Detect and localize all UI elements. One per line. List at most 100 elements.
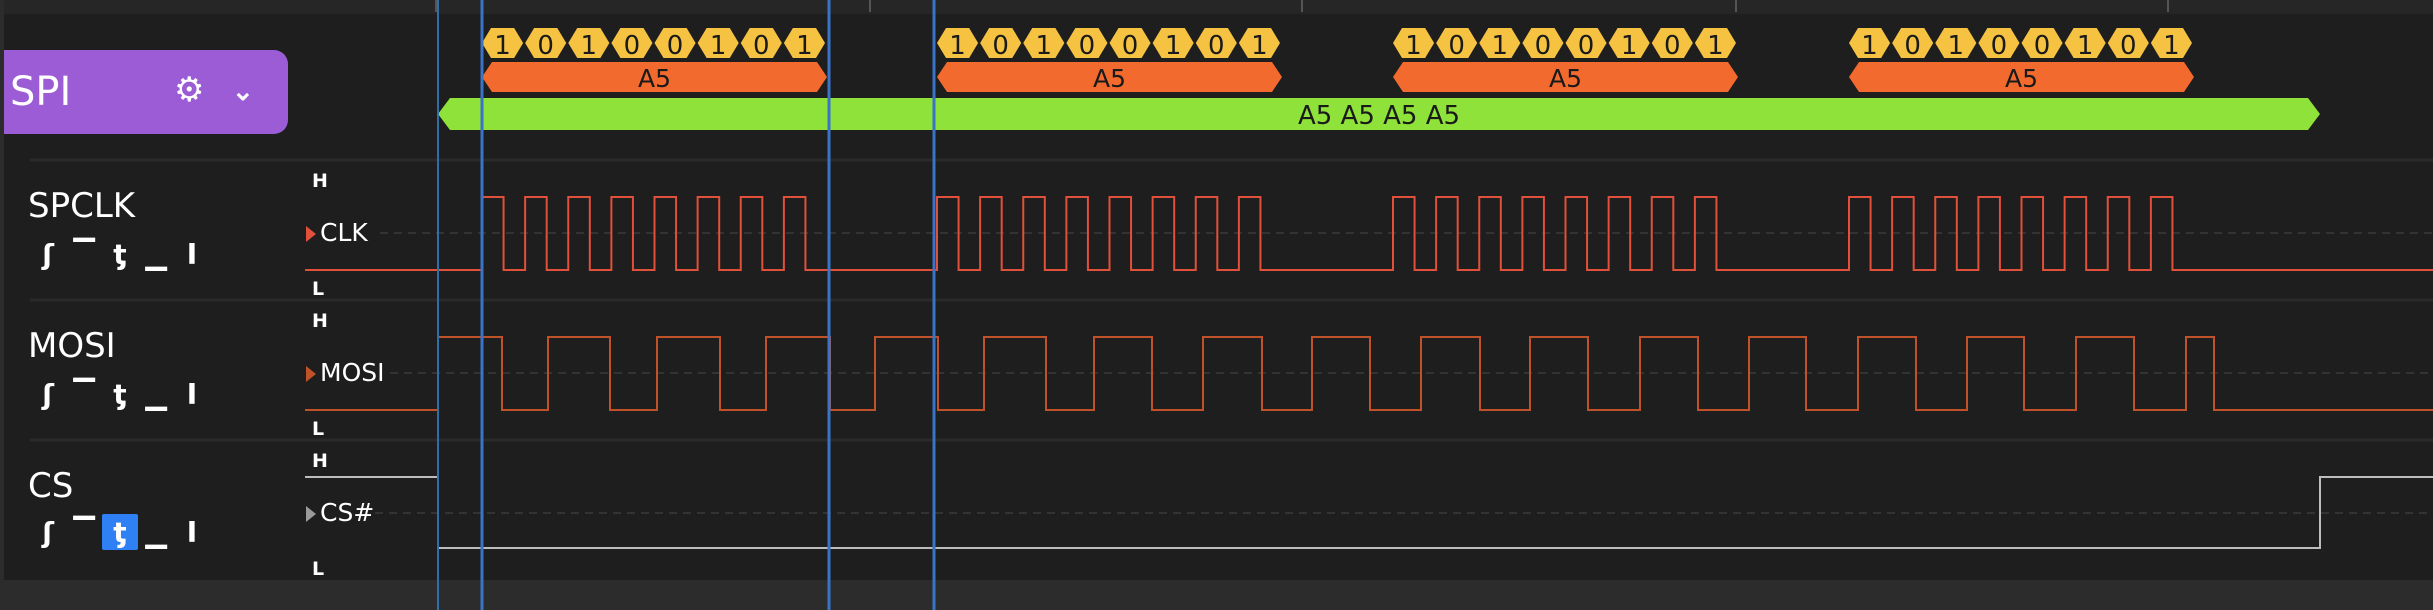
bit-label: 1 — [949, 31, 966, 61]
signal-label-mosi: MOSI — [306, 358, 385, 387]
bit-label: 1 — [1948, 31, 1965, 61]
bit-label: 1 — [1861, 31, 1878, 61]
mosi-waveform — [305, 336, 2433, 411]
bit-label: 0 — [2034, 31, 2051, 61]
rising-edge-trigger-icon[interactable]: ʃ — [42, 377, 54, 411]
bit-marker — [1522, 28, 1564, 58]
low-label-spclk: L — [312, 278, 325, 300]
bit-label: 1 — [1036, 31, 1053, 61]
bit-label: 0 — [1664, 31, 1681, 61]
any-edge-trigger-icon[interactable]: Ι — [186, 377, 198, 411]
bit-marker — [1238, 28, 1280, 58]
byte-label: A5 — [638, 64, 671, 93]
bit-marker — [1479, 28, 1521, 58]
bit-marker — [937, 28, 979, 58]
bit-marker — [980, 28, 1022, 58]
bit-marker — [2107, 28, 2149, 58]
bit-marker — [1892, 28, 1934, 58]
rising-edge-trigger-icon[interactable]: ʃ — [42, 237, 54, 271]
bit-label: 1 — [1492, 31, 1509, 61]
bit-marker — [482, 28, 524, 58]
bit-label: 1 — [2163, 31, 2180, 61]
timeline-ruler — [4, 0, 2433, 14]
bit-label: 0 — [1578, 31, 1595, 61]
byte-marker — [937, 62, 1282, 92]
high-level-trigger-icon[interactable]: ▔ — [73, 515, 95, 549]
bit-label: 1 — [1707, 31, 1724, 61]
bit-label: 0 — [2120, 31, 2137, 61]
signal-label-clk: CLK — [306, 218, 368, 247]
ruler-ticks — [435, 0, 2169, 12]
bit-marker — [2064, 28, 2106, 58]
cs-waveform — [305, 476, 2433, 549]
bit-marker — [568, 28, 610, 58]
high-label-mosi: H — [312, 310, 328, 332]
spi-analyzer-button[interactable]: SPI ⚙ ⌄ — [4, 50, 288, 134]
bit-marker — [1978, 28, 2020, 58]
falling-edge-trigger-icon[interactable]: ƫ — [113, 377, 127, 411]
arrow-icon — [306, 506, 316, 522]
chevron-down-icon[interactable]: ⌄ — [232, 76, 254, 106]
analyzer-name: SPI — [10, 69, 72, 115]
trigger-buttons-mosi: ʃ ▔ ƫ ▁ Ι — [30, 376, 210, 412]
bit-marker — [783, 28, 825, 58]
bit-marker — [1436, 28, 1478, 58]
bit-marker — [2021, 28, 2063, 58]
channel-name-spclk: SPCLK — [28, 186, 136, 226]
bit-marker — [1195, 28, 1237, 58]
bit-marker — [1066, 28, 1108, 58]
bit-label: 1 — [494, 31, 511, 61]
low-level-trigger-icon[interactable]: ▁ — [145, 377, 167, 411]
byte-label: A5 — [2005, 64, 2038, 93]
any-edge-trigger-icon[interactable]: Ι — [186, 515, 198, 549]
signal-name: CS# — [320, 498, 375, 527]
bit-label: 1 — [2077, 31, 2094, 61]
high-level-trigger-icon[interactable]: ▔ — [73, 377, 95, 411]
bit-label: 0 — [1991, 31, 2008, 61]
byte-marker — [1849, 62, 2194, 92]
channel-area — [4, 0, 2433, 580]
bit-label: 1 — [796, 31, 813, 61]
wave-layer — [305, 196, 2433, 549]
midlines — [375, 232, 2433, 514]
low-level-trigger-icon[interactable]: ▁ — [145, 515, 167, 549]
bit-marker — [697, 28, 739, 58]
gear-icon[interactable]: ⚙ — [174, 71, 205, 109]
byte-label: A5 — [1093, 64, 1126, 93]
bit-label: 1 — [1621, 31, 1638, 61]
row-separators — [30, 158, 2433, 442]
bit-marker — [1608, 28, 1650, 58]
bit-label: 0 — [667, 31, 684, 61]
rising-edge-trigger-icon[interactable]: ʃ — [42, 515, 54, 549]
falling-edge-trigger-icon[interactable]: ƫ — [113, 237, 127, 271]
transaction-marker — [438, 98, 2320, 130]
bit-label: 1 — [1405, 31, 1422, 61]
low-level-trigger-icon[interactable]: ▁ — [145, 237, 167, 271]
bit-label: 1 — [581, 31, 598, 61]
signal-label-cs: CS# — [306, 498, 374, 527]
bit-label: 0 — [1904, 31, 1921, 61]
bit-marker — [1694, 28, 1736, 58]
signal-name: MOSI — [320, 358, 385, 387]
high-label-cs: H — [312, 450, 328, 472]
signal-name: CLK — [320, 218, 368, 247]
channel-name-mosi: MOSI — [28, 326, 116, 366]
bit-marker — [1935, 28, 1977, 58]
bit-marker — [1023, 28, 1065, 58]
low-label-mosi: L — [312, 418, 325, 440]
byte-marker — [482, 62, 827, 92]
bit-label: 0 — [992, 31, 1009, 61]
falling-edge-trigger-icon[interactable]: ƫ — [102, 514, 138, 550]
bit-label: 0 — [1122, 31, 1139, 61]
any-edge-trigger-icon[interactable]: Ι — [186, 237, 198, 271]
bit-marker — [2150, 28, 2192, 58]
bit-marker — [1109, 28, 1151, 58]
high-level-trigger-icon[interactable]: ▔ — [73, 237, 95, 271]
bit-label: 0 — [753, 31, 770, 61]
low-label-cs: L — [312, 558, 325, 580]
bit-label: 0 — [1448, 31, 1465, 61]
bit-marker — [654, 28, 696, 58]
byte-label: A5 — [1549, 64, 1582, 93]
